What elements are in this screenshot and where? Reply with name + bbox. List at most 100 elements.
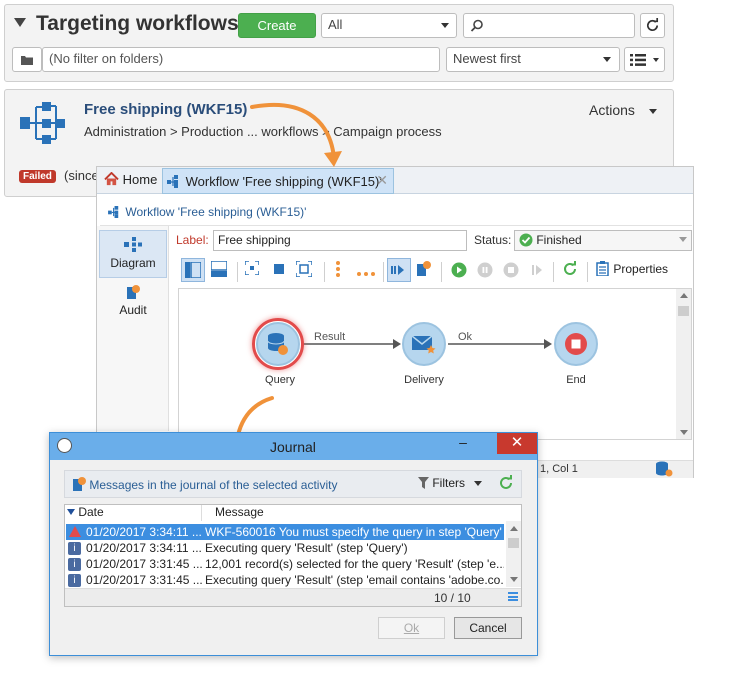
folder-filter-input[interactable]: (No filter on folders) — [42, 47, 440, 72]
sort-select[interactable]: Newest first — [446, 47, 620, 72]
start-button[interactable] — [451, 262, 467, 278]
scroll-up-icon[interactable] — [510, 526, 518, 531]
pause-button[interactable] — [477, 262, 493, 278]
row-message: 12,001 record(s) selected for the query … — [205, 557, 504, 571]
list-view-icon — [630, 54, 646, 66]
layout-horizontal-button[interactable] — [208, 258, 232, 282]
journal-row[interactable]: i 01/20/2017 3:34:11 ... Executing query… — [66, 540, 504, 556]
side-item-diagram[interactable]: Diagram — [99, 230, 167, 278]
info-icon: i — [68, 574, 81, 587]
journal-scrollbar[interactable] — [506, 521, 521, 587]
transition-label: Ok — [458, 331, 473, 343]
close-button[interactable]: ✕ — [497, 433, 537, 454]
square-icon — [274, 264, 284, 274]
label-field[interactable]: Free shipping — [213, 230, 467, 251]
vertical-scrollbar[interactable] — [676, 289, 691, 439]
layout-vertical-icon — [185, 261, 202, 279]
refresh-workflow-button[interactable] — [562, 260, 580, 279]
error-icon — [69, 526, 81, 537]
workflow-title[interactable]: Free shipping (WKF15) — [84, 101, 248, 118]
arrow-right-icon — [391, 265, 404, 275]
step-button[interactable] — [529, 262, 545, 278]
scroll-down-icon[interactable] — [510, 577, 518, 582]
db-status-icon — [655, 461, 673, 480]
delivery-node[interactable] — [402, 322, 446, 366]
refresh-button[interactable] — [640, 13, 665, 38]
align-vertical-button[interactable] — [335, 260, 345, 280]
view-mode-button[interactable] — [624, 47, 665, 72]
info-icon: i — [68, 542, 81, 555]
align-horizontal-button[interactable] — [356, 265, 378, 276]
dots-vertical-icon — [336, 261, 340, 277]
folder-icon — [21, 56, 33, 65]
dropdown-caret-icon — [474, 481, 483, 487]
close-icon[interactable]: ✕ — [376, 172, 388, 188]
tab-home[interactable]: Home — [100, 169, 161, 192]
dots-horizontal-icon — [357, 272, 375, 276]
scroll-thumb[interactable] — [508, 538, 519, 548]
side-item-audit[interactable]: Audit — [99, 284, 167, 324]
toolbar-separator — [383, 262, 384, 282]
query-node[interactable] — [256, 322, 300, 366]
search-input[interactable] — [463, 13, 635, 38]
activity-settings-button[interactable] — [416, 260, 434, 280]
tab-workflow[interactable]: Workflow 'Free shipping (WKF15)' ✕ — [162, 168, 394, 194]
filters-label: Filters — [432, 476, 466, 490]
end-node-label: End — [566, 374, 586, 386]
journal-row[interactable]: i 01/20/2017 3:31:45 ... 12,001 record(s… — [66, 556, 504, 572]
search-icon — [470, 19, 483, 32]
fit-all-button[interactable] — [295, 260, 314, 279]
scroll-up-icon[interactable] — [680, 293, 688, 298]
layout-vertical-button[interactable] — [181, 258, 205, 282]
dropdown-caret-icon — [441, 23, 449, 28]
stop-button[interactable] — [503, 262, 519, 278]
column-header-message[interactable]: Message — [203, 505, 503, 521]
workflow-small-icon — [167, 175, 178, 188]
transition-arrows — [302, 339, 552, 349]
fit-selection-button[interactable] — [243, 260, 261, 279]
journal-row[interactable]: 01/20/2017 3:34:11 ... WKF-560016 You mu… — [66, 524, 504, 540]
filters-button[interactable]: Filters — [418, 476, 483, 490]
cursor-position-text: 1, Col 1 — [540, 463, 578, 475]
fit-all-icon — [295, 260, 313, 278]
properties-button[interactable]: Properties — [596, 261, 668, 277]
column-date-label: Date — [78, 505, 104, 519]
end-node[interactable] — [554, 322, 598, 366]
type-filter-select[interactable]: All — [321, 13, 457, 38]
scroll-down-icon[interactable] — [680, 430, 688, 435]
folder-filter-placeholder: (No filter on folders) — [49, 51, 164, 66]
actions-menu[interactable]: Actions — [589, 102, 657, 118]
arrowhead-icon — [544, 339, 552, 349]
zoom-reset-button[interactable] — [272, 262, 286, 276]
dropdown-caret-icon — [603, 57, 611, 62]
column-message-label: Message — [215, 505, 264, 519]
home-icon — [104, 171, 119, 186]
cancel-button[interactable]: Cancel — [454, 617, 522, 639]
create-button[interactable]: Create — [238, 13, 316, 38]
info-icon: i — [68, 558, 81, 571]
row-date: 01/20/2017 3:31:45 ... — [86, 573, 203, 587]
arrowhead-icon — [393, 339, 401, 349]
activity-settings-icon — [73, 477, 86, 491]
tab-workflow-label: Workflow 'Free shipping (WKF15)' — [185, 174, 382, 189]
workflow-title-text: Workflow 'Free shipping (WKF15)' — [125, 205, 307, 219]
ok-button[interactable]: Ok — [378, 617, 445, 639]
transition-mode-button[interactable] — [387, 258, 411, 282]
status-value: Finished — [536, 233, 582, 247]
sort-desc-icon — [67, 509, 75, 515]
menu-lines-icon[interactable] — [508, 592, 518, 601]
journal-refresh-button[interactable] — [498, 474, 516, 493]
collapse-triangle-icon[interactable] — [14, 18, 26, 27]
folder-button[interactable] — [12, 47, 42, 72]
journal-title: Journal — [270, 439, 316, 455]
stop-icon — [503, 262, 519, 278]
status-caption: Status: — [474, 233, 512, 247]
pause-icon — [477, 262, 493, 278]
sort-value: Newest first — [453, 51, 521, 66]
journal-row[interactable]: i 01/20/2017 3:31:45 ... Executing query… — [66, 572, 504, 588]
column-header-date[interactable]: Date — [65, 505, 202, 521]
row-message: Executing query 'Result' (step 'Query') — [205, 541, 408, 555]
scroll-thumb[interactable] — [678, 306, 689, 316]
side-item-diagram-label: Diagram — [110, 256, 156, 270]
minimize-button[interactable]: – — [459, 434, 467, 450]
